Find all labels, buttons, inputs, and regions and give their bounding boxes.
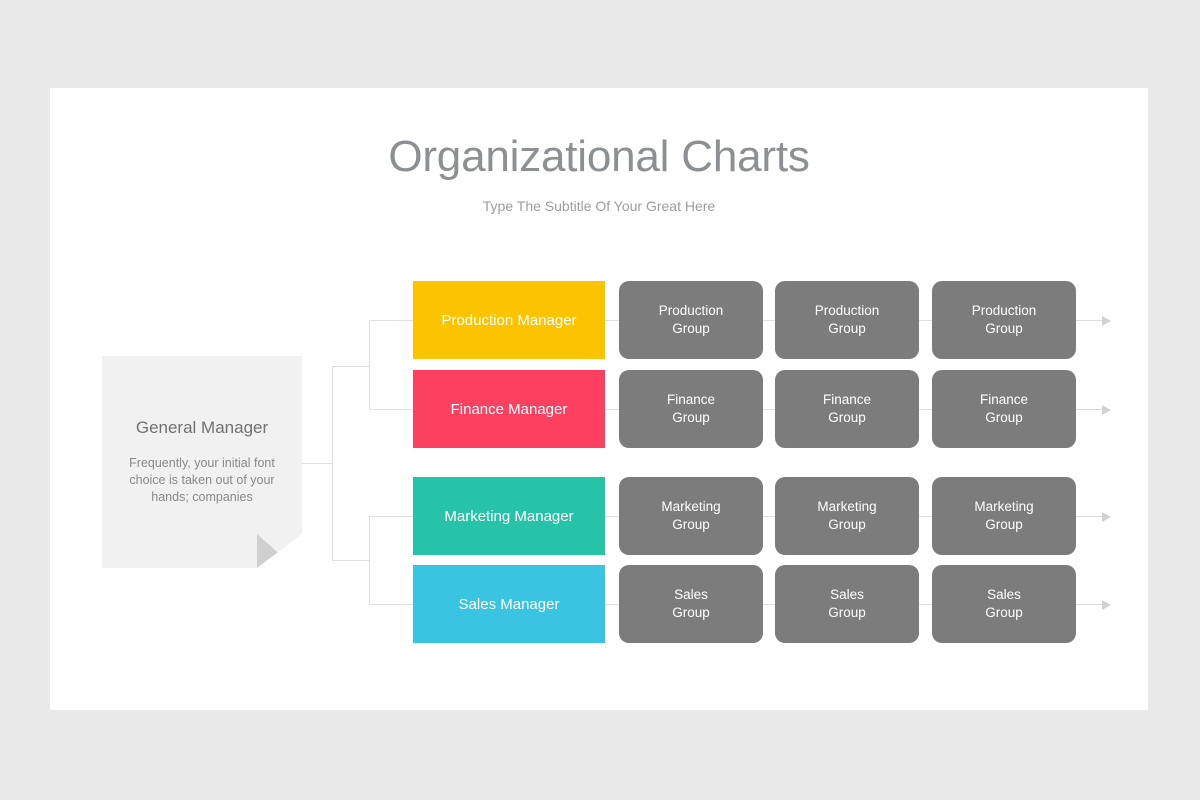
general-manager-title: General Manager [135,418,269,437]
group-box-finance-3[interactable]: Finance Group [932,370,1076,448]
group-box-sales-1[interactable]: Sales Group [619,565,763,643]
arrow-head-icon-production [1102,316,1111,326]
page-subtitle: Type The Subtitle Of Your Great Here [482,198,716,214]
manager-box-finance[interactable]: Finance Manager [413,370,605,448]
manager-box-production[interactable]: Production Manager [413,281,605,359]
arrow-line-production [1076,320,1102,321]
arrow-line-finance [1076,409,1102,410]
group-box-production-2[interactable]: Production Group [775,281,919,359]
group-box-sales-3[interactable]: Sales Group [932,565,1076,643]
manager-box-marketing[interactable]: Marketing Manager [413,477,605,555]
connector-upper-split [369,320,370,409]
connector-branch-production [369,320,413,321]
connector-branch-marketing [369,516,413,517]
connector-main-trunk [332,366,333,561]
page-title: Organizational Charts [388,132,810,181]
group-box-finance-2[interactable]: Finance Group [775,370,919,448]
manager-box-sales[interactable]: Sales Manager [413,565,605,643]
slide-canvas: Organizational Charts Type The Subtitle … [50,88,1148,710]
connector-branch-sales [369,604,413,605]
group-box-production-3[interactable]: Production Group [932,281,1076,359]
group-box-production-1[interactable]: Production Group [619,281,763,359]
connector-upper-stem [332,366,369,367]
arrow-line-sales [1076,604,1102,605]
group-box-marketing-2[interactable]: Marketing Group [775,477,919,555]
group-box-marketing-3[interactable]: Marketing Group [932,477,1076,555]
arrow-head-icon-marketing [1102,512,1111,522]
connector-branch-finance [369,409,413,410]
connector-root-stem [302,463,332,464]
arrow-head-icon-sales [1102,600,1111,610]
group-box-sales-2[interactable]: Sales Group [775,565,919,643]
general-manager-card[interactable] [102,356,302,568]
group-box-marketing-1[interactable]: Marketing Group [619,477,763,555]
group-box-finance-1[interactable]: Finance Group [619,370,763,448]
connector-lower-stem [332,560,369,561]
arrow-head-icon-finance [1102,405,1111,415]
connector-lower-split [369,516,370,604]
general-manager-description: Frequently, your initial font choice is … [129,456,275,504]
arrow-line-marketing [1076,516,1102,517]
